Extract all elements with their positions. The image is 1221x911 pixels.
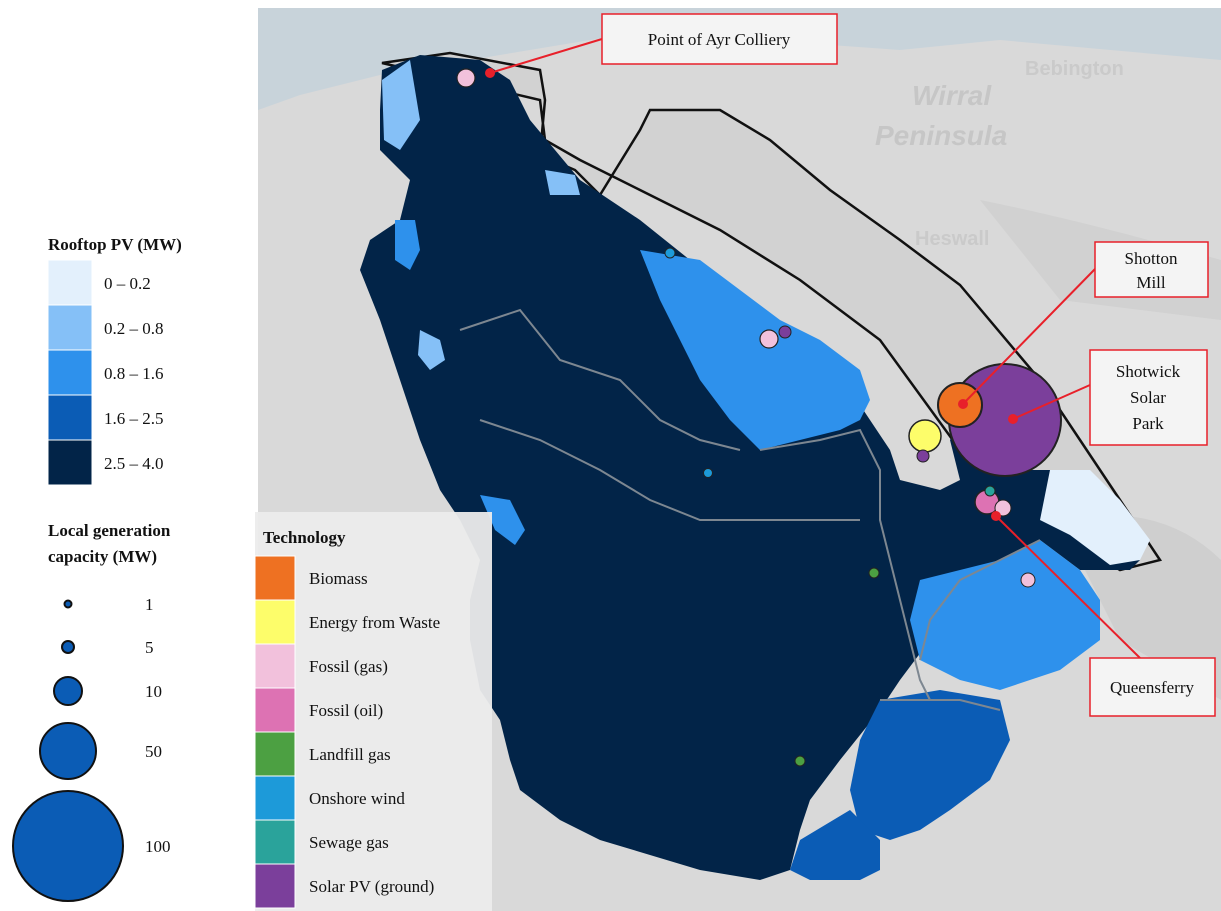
site-landfill-1 xyxy=(868,567,880,579)
callout-point-of-ayr: Point of Ayr Colliery xyxy=(601,13,838,65)
technology-swatch xyxy=(254,731,296,777)
callout-lines xyxy=(489,38,1141,659)
basemap-label-peninsula: Peninsula xyxy=(875,120,1007,151)
region-rooftop-2-5-4-0 xyxy=(360,55,1140,880)
region-rooftop-0-0-2 xyxy=(1040,470,1150,565)
site-energy-from-waste xyxy=(908,419,942,453)
region-rooftop-0-2-0-8 xyxy=(545,170,580,195)
rooftop-swatch xyxy=(47,304,93,351)
site-landfill-2 xyxy=(794,755,806,767)
region-rooftop-0-8-1-6 xyxy=(640,250,870,450)
site-wind-inland xyxy=(703,468,713,478)
basemap-label-bebington: Bebington xyxy=(1025,58,1124,80)
callout-queensferry: Queensferry xyxy=(1089,657,1216,717)
region-rooftop-0-8-1-6 xyxy=(395,220,420,270)
capacity-circle xyxy=(12,790,124,902)
callout-shotton-label-2: Mill xyxy=(1136,273,1166,292)
region-rooftop-1-6-2-5 xyxy=(790,810,880,880)
callout-shotwick-label-3: Park xyxy=(1132,414,1164,433)
site-solar-small xyxy=(916,449,930,463)
rooftop-swatch xyxy=(47,394,93,441)
rooftop-class-label: 2.5 – 4.0 xyxy=(104,454,164,473)
technology-label: Solar PV (ground) xyxy=(309,877,434,896)
site-gas-east xyxy=(1020,572,1036,588)
technology-swatch xyxy=(254,819,296,865)
technology-swatch xyxy=(254,599,296,645)
technology-legend-title: Technology xyxy=(263,528,346,547)
technology-swatch xyxy=(254,643,296,689)
capacity-circle xyxy=(39,722,97,780)
site-solar-coast xyxy=(778,325,792,339)
technology-label: Sewage gas xyxy=(309,833,389,852)
region-rooftop-0-2-0-8 xyxy=(418,330,445,370)
rooftop-legend-title: Rooftop PV (MW) xyxy=(48,235,182,254)
technology-label: Fossil (gas) xyxy=(309,657,388,676)
capacity-legend-title-1: Local generation xyxy=(48,521,171,540)
site-gas-point-of-ayr xyxy=(456,68,476,88)
technology-label: Onshore wind xyxy=(309,789,405,808)
technology-swatch xyxy=(254,555,296,601)
technology-swatch xyxy=(254,775,296,821)
region-rooftop-0-8-1-6 xyxy=(910,540,1100,690)
generation-sites xyxy=(456,68,1062,767)
capacity-size-label: 5 xyxy=(145,638,154,657)
capacity-size-label: 50 xyxy=(145,742,162,761)
region-rooftop-0-8-1-6 xyxy=(480,495,525,545)
internal-boundaries xyxy=(459,308,1041,711)
rooftop-class-label: 0.2 – 0.8 xyxy=(104,319,164,338)
callout-dots xyxy=(485,68,1018,521)
capacity-circle xyxy=(61,640,75,654)
site-sewage-gas xyxy=(984,485,996,497)
technology-label: Fossil (oil) xyxy=(309,701,383,720)
capacity-circle xyxy=(63,599,73,609)
rooftop-swatch xyxy=(47,259,93,306)
callout-shotwick-label-2: Solar xyxy=(1130,388,1166,407)
capacity-size-label: 100 xyxy=(145,837,171,856)
technology-swatch xyxy=(254,687,296,733)
capacity-size-label: 1 xyxy=(145,595,154,614)
callout-shotwick-solar-park: Shotwick Solar Park xyxy=(1089,349,1208,446)
site-gas-coast xyxy=(759,329,779,349)
basemap-label-heswall: Heswall xyxy=(915,228,989,250)
technology-label: Energy from Waste xyxy=(309,613,440,632)
callout-queensferry-label: Queensferry xyxy=(1110,678,1195,697)
rooftop-swatch xyxy=(47,349,93,396)
region-rooftop-1-6-2-5 xyxy=(850,690,1010,840)
technology-swatch xyxy=(254,863,296,909)
rooftop-class-label: 0 – 0.2 xyxy=(104,274,151,293)
sea xyxy=(258,8,1221,110)
capacity-size-label: 10 xyxy=(145,682,162,701)
region-rooftop-0-2-0-8 xyxy=(382,60,420,150)
callout-shotwick-label-1: Shotwick xyxy=(1116,362,1181,381)
technology-label: Landfill gas xyxy=(309,745,391,764)
rooftop-class-label: 0.8 – 1.6 xyxy=(104,364,164,383)
callout-point-of-ayr-label: Point of Ayr Colliery xyxy=(648,30,791,49)
basemap-label-wirral: Wirral xyxy=(912,80,992,111)
capacity-legend-title-2: capacity (MW) xyxy=(48,547,157,566)
capacity-legend: Local generation capacity (MW) 1 5 10 50 100 xyxy=(12,521,171,902)
technology-label: Biomass xyxy=(309,569,368,588)
site-wind-coast xyxy=(664,247,676,259)
rooftop-pv-legend: Rooftop PV (MW) 0 – 0.2 0.2 – 0.8 0.8 – 1.… xyxy=(47,235,182,486)
callout-shotton-label-1: Shotton xyxy=(1125,249,1178,268)
rooftop-swatch xyxy=(47,439,93,486)
callout-shotton-mill: Shotton Mill xyxy=(1094,241,1209,298)
capacity-circle xyxy=(53,676,83,706)
rooftop-class-label: 1.6 – 2.5 xyxy=(104,409,164,428)
